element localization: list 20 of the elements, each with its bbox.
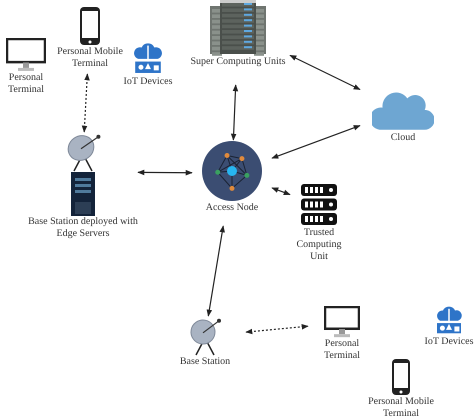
arrow xyxy=(289,54,361,90)
node-label: Personal Mobile Terminal xyxy=(56,46,124,70)
dotted-arrow xyxy=(245,324,309,334)
node-label: Base Station deployed with Edge Servers xyxy=(28,216,138,240)
node-label: IoT Devices xyxy=(424,336,474,348)
node-label: IoT Devices xyxy=(124,76,172,88)
arrow xyxy=(137,170,193,176)
node-label: Base Station xyxy=(180,356,230,368)
node-label: Cloud xyxy=(390,132,416,144)
node-label: Super Computing Units xyxy=(190,56,286,68)
node-label: Access Node xyxy=(206,202,258,214)
node-label: Personal Mobile Terminal xyxy=(367,396,435,420)
node-label: Personal Terminal xyxy=(7,72,45,96)
arrow xyxy=(271,125,361,159)
arrow xyxy=(271,187,291,196)
dotted-arrow xyxy=(82,73,90,133)
node-label: Trusted Computing Unit xyxy=(295,227,342,263)
node-label: Personal Terminal xyxy=(323,338,361,362)
arrow xyxy=(206,225,225,317)
arrow xyxy=(230,84,238,141)
